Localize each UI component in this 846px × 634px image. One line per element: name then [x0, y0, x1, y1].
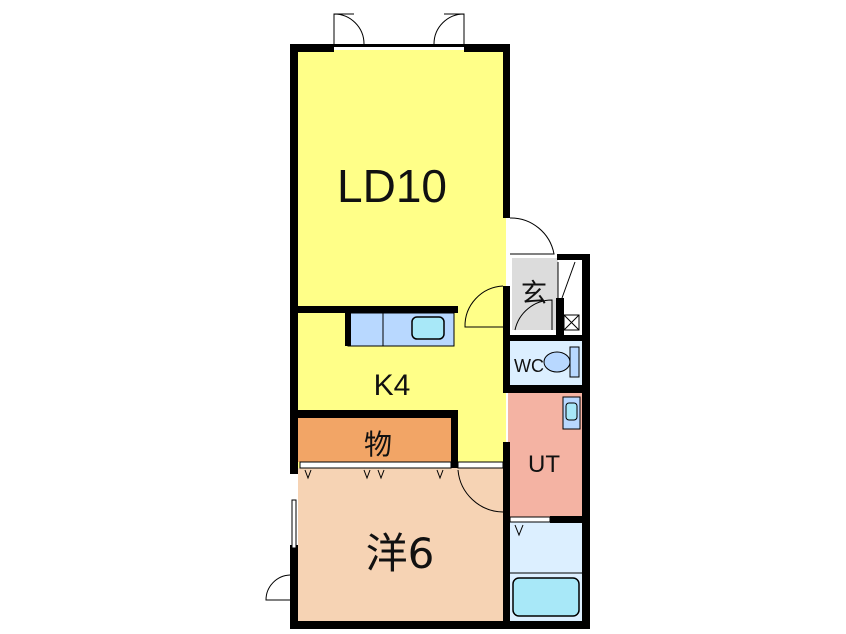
room-label-k: K4	[374, 369, 411, 402]
room-label-western: 洋6	[366, 529, 435, 578]
room-label-ut: UT	[528, 451, 560, 478]
toilet-icon	[543, 351, 571, 373]
doors	[265, 13, 576, 601]
room-label-entrance: 玄	[521, 279, 547, 309]
walls	[290, 44, 590, 629]
room-label-storage: 物	[364, 428, 392, 461]
room-label-ld: LD10	[337, 160, 447, 212]
room-ld-fill	[296, 50, 506, 470]
room-storage-fill	[298, 418, 452, 462]
room-label-wc: WC	[514, 356, 544, 376]
room-western-fill	[298, 468, 504, 622]
bathtub-icon	[512, 577, 580, 617]
sink-icon	[411, 316, 445, 340]
